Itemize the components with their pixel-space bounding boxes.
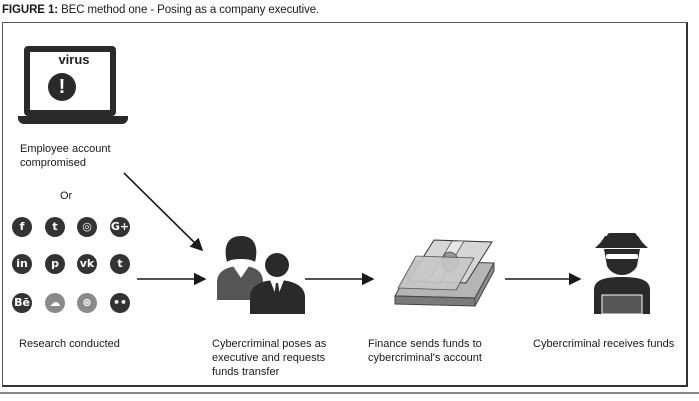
figure-caption-text: BEC method one - Posing as a company exe…: [61, 4, 320, 16]
employee-label-line2: compromised: [20, 157, 87, 169]
or-label: Or: [60, 190, 73, 202]
vk-icon: vk: [77, 254, 97, 274]
alert-icon: !: [48, 73, 76, 101]
hacker-icon: [594, 233, 650, 315]
man-head: [265, 253, 289, 277]
poses-label-line3: funds transfer: [212, 366, 280, 378]
page-divider: [0, 392, 699, 394]
figure-caption: FIGURE 1: BEC method one - Posing as a c…: [2, 4, 319, 16]
tumblr-icon: t: [110, 254, 130, 274]
poses-label-line1: Cybercriminal poses as: [212, 338, 327, 350]
money-stack-icon: [394, 239, 495, 307]
arrow-diagonal: [123, 172, 204, 252]
man-tie: [274, 283, 280, 301]
laptop-base: [18, 116, 128, 124]
behance-icon: Bē: [12, 293, 32, 313]
hacker-laptop: [601, 294, 643, 315]
twitter-icon: t: [45, 217, 65, 237]
hacker-hat-crown: [607, 233, 637, 241]
facebook-icon: f: [12, 217, 32, 237]
money-stack-front: [394, 295, 476, 307]
woman-head: [232, 241, 250, 259]
poses-label-line2: executive and requests: [212, 352, 326, 364]
soundcloud-icon: ☁: [45, 293, 65, 313]
business-people-icon: [217, 236, 305, 314]
pinterest-icon: p: [45, 254, 65, 274]
virus-text: virus: [58, 52, 90, 67]
hacker-glasses: [606, 254, 638, 259]
diagram-frame: [2, 22, 688, 387]
laptop-icon: virus !: [18, 46, 130, 128]
finance-label-line2: cybercriminal's account: [368, 352, 482, 364]
dribbble-icon: ⊛: [77, 293, 97, 313]
employee-label-line1: Employee account: [20, 143, 111, 155]
hacker-face: [604, 249, 640, 275]
receives-label: Cybercriminal receives funds: [533, 338, 675, 350]
instagram-icon: ◎: [77, 217, 97, 237]
woman-collar: [233, 266, 249, 278]
linkedin-icon: in: [12, 254, 32, 274]
money-stack-end: [474, 262, 495, 307]
googleplus-icon: G+: [110, 217, 130, 237]
flickr-icon: ••: [110, 293, 130, 313]
money-loose-bill: [397, 255, 475, 291]
finance-label-line1: Finance sends funds to: [368, 338, 482, 350]
research-label: Research conducted: [19, 338, 120, 350]
figure-caption-lead: FIGURE 1:: [2, 4, 58, 16]
